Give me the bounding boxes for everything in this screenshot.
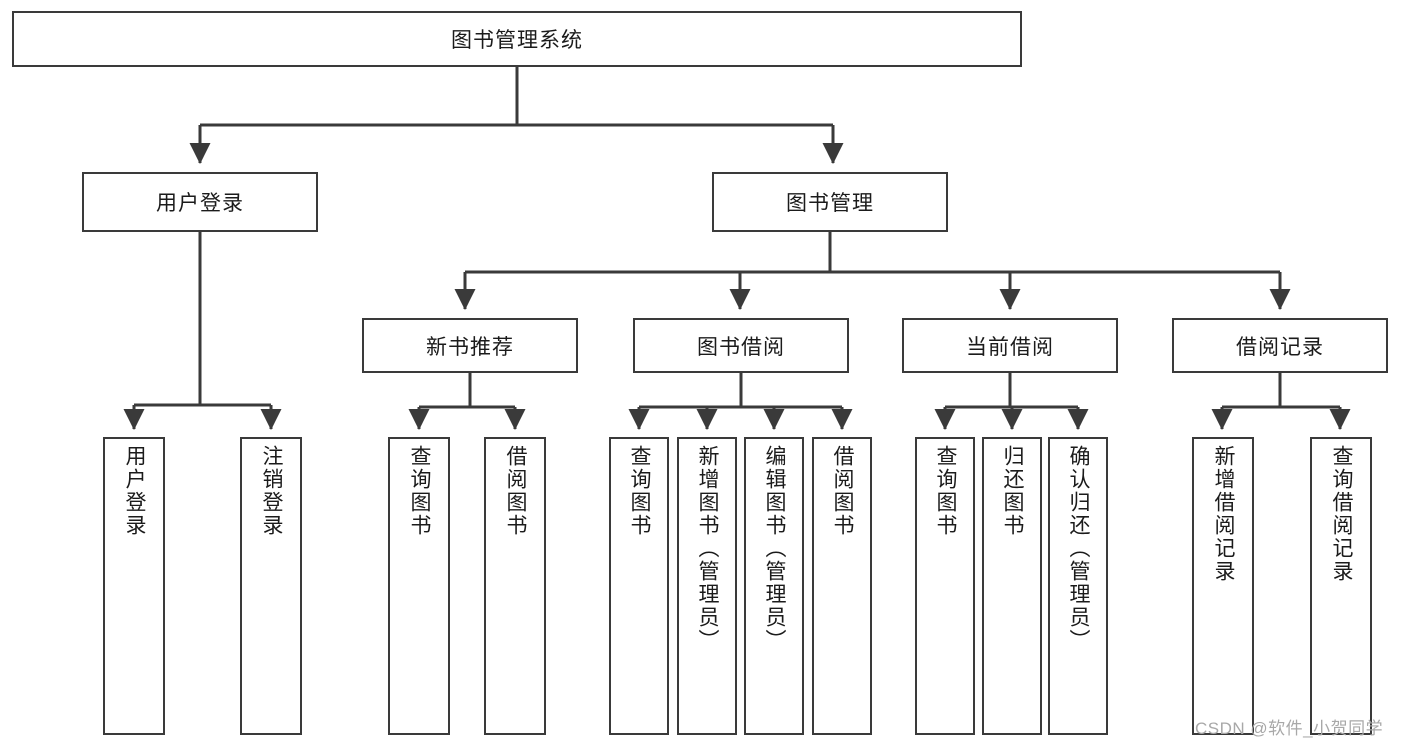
node-level3-4[interactable]: 借阅记录 (1172, 318, 1388, 373)
node-leaf-4[interactable]: 借阅图书 (484, 437, 546, 735)
node-label: 借阅图书 (504, 445, 528, 537)
node-root-system[interactable]: 图书管理系统 (12, 11, 1022, 67)
node-label: 查询图书 (934, 445, 958, 537)
node-label: 确认归还（管理员） (1067, 445, 1091, 652)
node-leaf-1[interactable]: 用户登录 (103, 437, 165, 735)
node-label: 查询图书 (628, 445, 652, 537)
node-level3-1[interactable]: 新书推荐 (362, 318, 578, 373)
node-label: 借阅图书 (831, 445, 855, 537)
node-leaf-2[interactable]: 注销登录 (240, 437, 302, 735)
connector-root-to-level2 (189, 67, 844, 165)
node-level2-2[interactable]: 图书管理 (712, 172, 948, 232)
node-label: 用户登录 (156, 192, 244, 215)
node-leaf-9[interactable]: 查询图书 (915, 437, 975, 735)
node-label: 用户登录 (123, 445, 147, 537)
node-label: 新增图书（管理员） (696, 445, 720, 652)
node-level3-3[interactable]: 当前借阅 (902, 318, 1118, 373)
node-label: 归还图书 (1001, 445, 1025, 537)
node-label: 借阅记录 (1236, 335, 1324, 359)
node-label: 图书管理 (786, 192, 874, 215)
node-leaf-5[interactable]: 查询图书 (609, 437, 669, 735)
connector-jieyuejilu-to-leaves (1211, 373, 1351, 431)
node-leaf-8[interactable]: 借阅图书 (812, 437, 872, 735)
node-label: 图书管理系统 (451, 29, 583, 52)
connector-yonghudenglu-to-leaves (123, 232, 282, 431)
node-leaf-12[interactable]: 新增借阅记录 (1192, 437, 1254, 735)
node-label: 图书借阅 (697, 335, 785, 359)
node-leaf-13[interactable]: 查询借阅记录 (1310, 437, 1372, 735)
connector-dangqianjieyue-to-leaves (934, 373, 1089, 431)
node-label: 当前借阅 (966, 335, 1054, 359)
connector-tushujieyue-to-leaves (628, 373, 853, 431)
node-level2-1[interactable]: 用户登录 (82, 172, 318, 232)
node-label: 查询图书 (408, 445, 432, 537)
node-label: 编辑图书（管理员） (763, 445, 787, 652)
node-label: 查询借阅记录 (1330, 445, 1354, 583)
node-leaf-7[interactable]: 编辑图书（管理员） (744, 437, 804, 735)
node-label: 注销登录 (260, 445, 284, 537)
node-label: 新增借阅记录 (1212, 445, 1236, 583)
node-leaf-11[interactable]: 确认归还（管理员） (1048, 437, 1108, 735)
connector-shuguanli-to-level3 (454, 232, 1291, 311)
node-level3-2[interactable]: 图书借阅 (633, 318, 849, 373)
node-leaf-3[interactable]: 查询图书 (388, 437, 450, 735)
connector-xinshutuijian-to-leaves (408, 373, 526, 431)
node-leaf-6[interactable]: 新增图书（管理员） (677, 437, 737, 735)
node-leaf-10[interactable]: 归还图书 (982, 437, 1042, 735)
node-label: 新书推荐 (426, 335, 514, 359)
